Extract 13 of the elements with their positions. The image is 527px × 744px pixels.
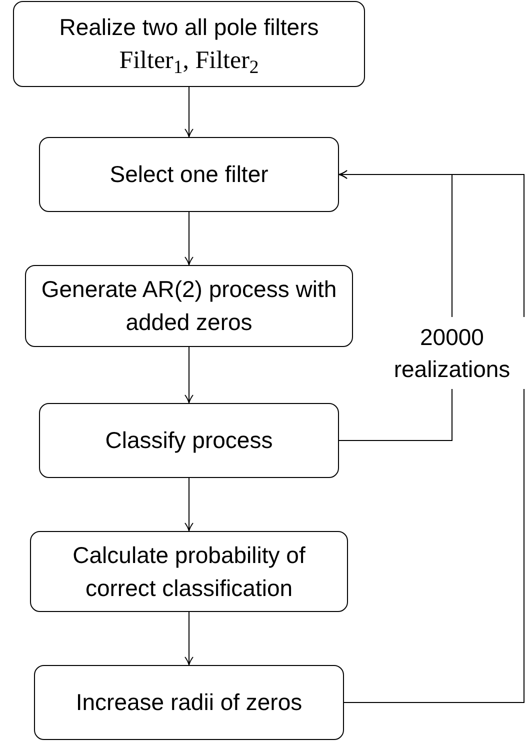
process-box: [34, 665, 344, 740]
step-text: Realize two all pole filters: [59, 13, 319, 42]
step-text: Generate AR(2) process with added zeros: [40, 275, 338, 337]
step-text: Classify process: [105, 426, 273, 455]
step-text: Calculate probability of correct classification: [72, 540, 306, 602]
formula-text: Filter$_{1}$, Filter$_{2}$: [119, 46, 259, 77]
process-box: [30, 531, 348, 612]
process-box: [39, 403, 339, 478]
step-text: Select one filter: [110, 160, 268, 189]
process-box: [25, 265, 353, 347]
step-text: Increase radii of zeros: [76, 688, 302, 717]
process-box: [13, 1, 365, 87]
process-box: [39, 137, 339, 212]
